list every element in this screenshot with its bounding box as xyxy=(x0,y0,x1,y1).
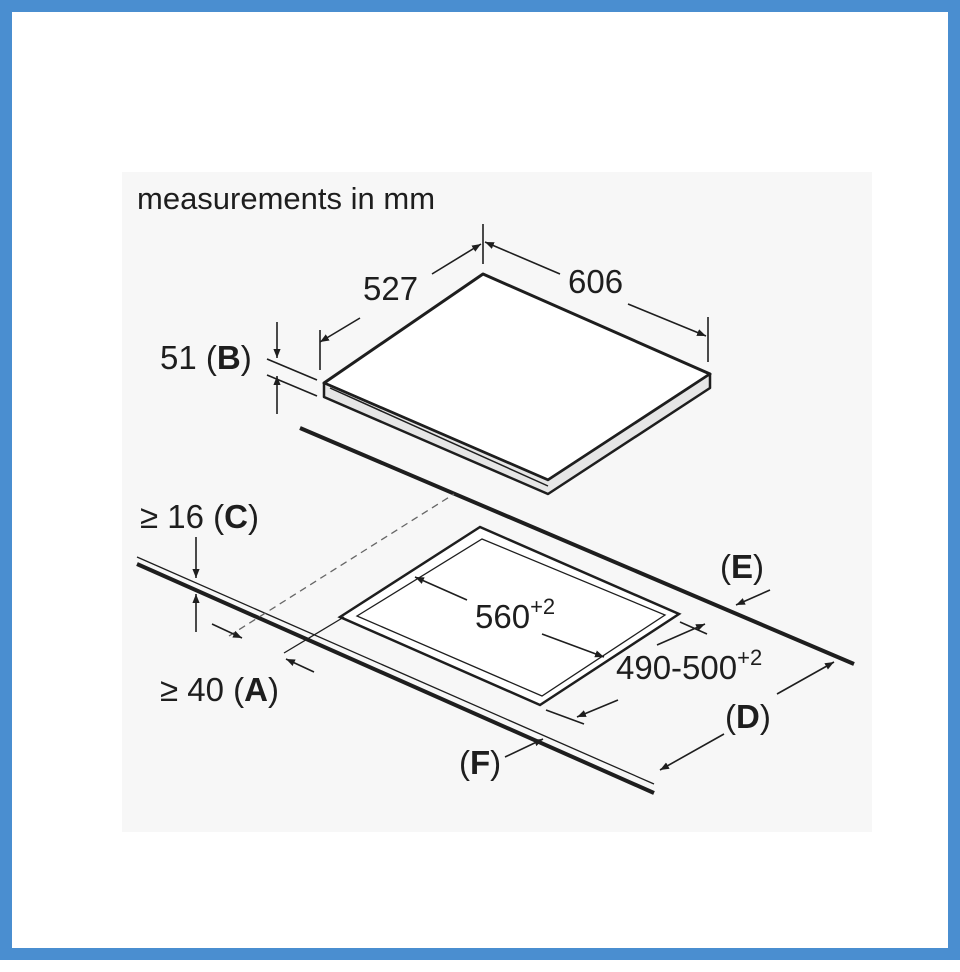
cutout-depth-tolerance: +2 xyxy=(737,645,762,670)
worktop-front-edge-inner xyxy=(136,556,655,785)
cutout-depth-label: 490-500+2 xyxy=(616,645,762,686)
extension-line xyxy=(266,358,318,381)
width-label: 606 xyxy=(568,263,623,300)
dimension-d xyxy=(659,661,835,771)
dimension-height xyxy=(266,322,318,414)
extension-line xyxy=(283,616,345,654)
marker-e: E xyxy=(731,548,753,585)
worktop-back-edge xyxy=(299,426,855,666)
height-label: 51 (B) xyxy=(160,339,252,376)
marker-d-label: (D) xyxy=(725,698,771,735)
dimension-arrow xyxy=(484,241,561,275)
marker-e-arrow xyxy=(735,589,771,606)
cutout-depth-value: 490-500 xyxy=(616,649,737,686)
worktop xyxy=(136,426,855,795)
hob-side-edge xyxy=(322,372,712,496)
hob-installation-diagram: measurements in mm 527 606 51 (B) xyxy=(122,172,872,832)
dimension-arrow xyxy=(656,623,706,646)
marker-f-label: (F) xyxy=(459,744,501,781)
marker-c: C xyxy=(224,498,248,535)
hidden-edge-dashed xyxy=(228,493,455,637)
dimension-arrow xyxy=(541,633,605,658)
cutout-width-tolerance: +2 xyxy=(530,594,555,619)
dimension-width xyxy=(484,241,709,362)
dimension-arrow xyxy=(431,243,482,275)
dimension-cutout-width xyxy=(414,576,605,658)
dimension-arrow xyxy=(659,733,725,771)
dimension-arrow xyxy=(319,317,361,343)
marker-f: F xyxy=(470,744,490,781)
cutout-outer xyxy=(337,525,682,707)
dimension-depth xyxy=(319,224,484,370)
dimension-arrow xyxy=(576,699,619,718)
dimension-arrow xyxy=(211,623,243,639)
extension-line xyxy=(545,709,585,725)
front-clearance-label: ≥ 40 (A) xyxy=(160,671,279,708)
front-clearance-value: ≥ 40 xyxy=(160,671,224,708)
rear-clearance-value: ≥ 16 xyxy=(140,498,204,535)
dimension-arrow xyxy=(285,658,315,673)
worktop-front-edge xyxy=(136,562,655,795)
dimension-arrow xyxy=(776,661,835,695)
cutout-width-label: 560+2 xyxy=(475,594,555,635)
cutout-inner xyxy=(355,538,667,697)
rear-clearance-label: ≥ 16 (C) xyxy=(140,498,259,535)
marker-e-label: (E) xyxy=(720,548,764,585)
marker-d: D xyxy=(736,698,760,735)
hob xyxy=(322,272,712,496)
measurements-caption: measurements in mm xyxy=(137,181,435,216)
dimension-arrow xyxy=(414,576,468,601)
marker-b: B xyxy=(217,339,241,376)
hob-edge-line xyxy=(329,387,549,487)
dimension-cutout-depth xyxy=(545,621,708,725)
depth-label: 527 xyxy=(363,270,418,307)
height-value: 51 xyxy=(160,339,197,376)
dimension-arrow xyxy=(627,303,707,337)
marker-f-arrow xyxy=(504,738,544,758)
marker-a: A xyxy=(244,671,268,708)
extension-line xyxy=(679,621,708,635)
front-clearance-arrows xyxy=(211,616,345,673)
cutout xyxy=(337,525,682,707)
cutout-width-value: 560 xyxy=(475,598,530,635)
